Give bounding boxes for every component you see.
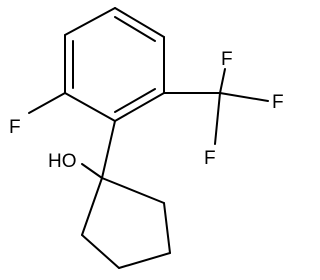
bond-cf3-to-f-right bbox=[219, 92, 269, 102]
cyclopentane-bond-1 bbox=[81, 177, 103, 236]
benzene-ring bbox=[64, 7, 165, 122]
ring-bond-c4-c5 bbox=[114, 92, 165, 122]
cf3-fluorine-bottom-label: F bbox=[204, 148, 216, 169]
hydroxyl-label: HO bbox=[48, 151, 77, 172]
cyclopentane-bond-4 bbox=[163, 202, 171, 254]
chemical-structure-diagram: F F F F HO bbox=[9, 7, 284, 269]
cyclopentane-bond-2 bbox=[81, 234, 120, 269]
ring-bond-c1-c2 bbox=[64, 7, 116, 36]
cf3-fluorine-top-label: F bbox=[221, 49, 233, 70]
bond-ring-to-cyclopentyl bbox=[101, 120, 116, 179]
bond-ring-to-fluorine bbox=[28, 92, 66, 114]
ring-double-bond-top bbox=[114, 16, 156, 42]
cf3-fluorine-right-label: F bbox=[272, 92, 284, 113]
ring-bond-c2-c3 bbox=[114, 7, 165, 38]
fluorine-ring-label: F bbox=[9, 117, 21, 138]
bond-carbon-to-hydroxyl bbox=[81, 163, 103, 179]
bond-cf3-to-f-bottom bbox=[214, 92, 221, 145]
cyclopentane-ring bbox=[81, 177, 171, 269]
cyclopentane-bond-5 bbox=[101, 177, 165, 204]
bond-cf3-to-f-top bbox=[219, 68, 226, 94]
ring-bond-c5-c6 bbox=[64, 92, 116, 122]
cyclopentane-bond-3 bbox=[118, 252, 171, 269]
ring-double-bond-bottom bbox=[114, 88, 156, 113]
